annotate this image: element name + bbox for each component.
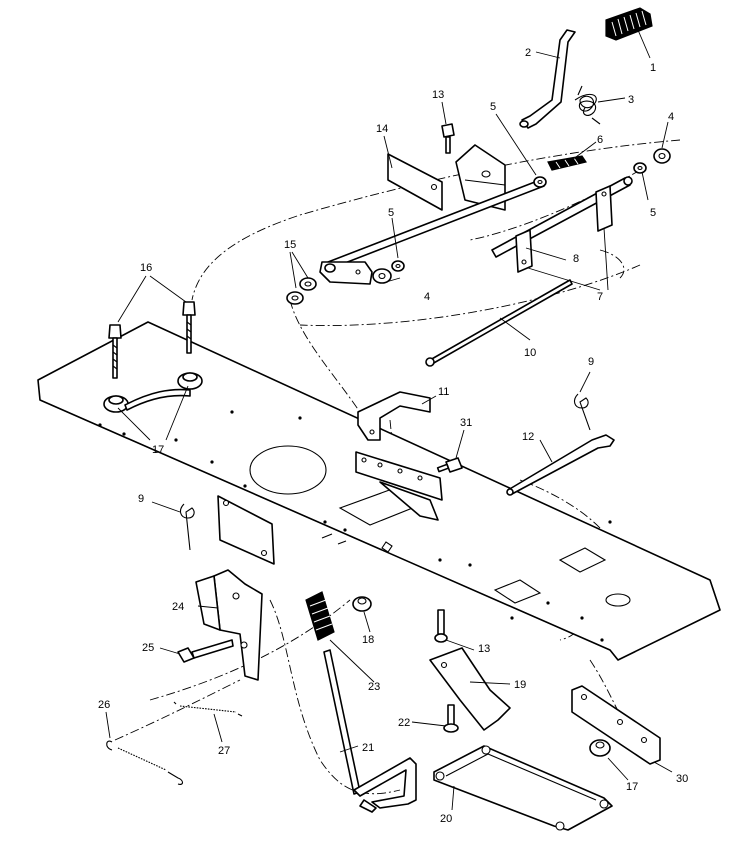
- bolt-right: [182, 301, 196, 354]
- callout-15: 15: [284, 239, 296, 251]
- bent-rod: [506, 434, 615, 496]
- pedal-nut: [352, 596, 372, 612]
- return-spring: [173, 701, 243, 717]
- pedal-spring: [574, 85, 601, 125]
- frame-plate: [37, 321, 721, 661]
- callout-5-mid: 5: [388, 207, 394, 219]
- frame-round-hole: [605, 593, 631, 607]
- callout-14: 14: [376, 123, 388, 135]
- lower-bolt: [434, 609, 448, 643]
- frame-clip: [124, 388, 191, 411]
- callout-9-right: 9: [588, 356, 594, 368]
- washer-set-left: [286, 260, 405, 305]
- callout-13-top: 13: [432, 89, 444, 101]
- center-bracket: [357, 391, 431, 441]
- callout-17-top: 17: [152, 444, 164, 456]
- callout-21: 21: [362, 742, 374, 754]
- shaft-bracket-left: [515, 229, 533, 273]
- callout-27: 27: [218, 745, 230, 757]
- callout-3: 3: [628, 94, 634, 106]
- hairpin-clip-right: [573, 393, 591, 431]
- pedal-mount-block: [455, 144, 506, 211]
- callout-30: 30: [676, 773, 688, 785]
- pedal-bracket: [387, 153, 443, 211]
- callout-25: 25: [142, 642, 154, 654]
- callout-18: 18: [362, 634, 374, 646]
- callout-26: 26: [98, 699, 110, 711]
- pedal-grip: [605, 7, 653, 41]
- shaft-bracket-right: [595, 185, 613, 232]
- bracket-bolt: [436, 457, 463, 473]
- long-rod: [425, 279, 573, 367]
- callout-19: 19: [514, 679, 526, 691]
- side-plate: [217, 495, 275, 565]
- center-lever-plate: [355, 451, 443, 521]
- extension-spring: [106, 740, 184, 785]
- pivot-bolt: [177, 639, 234, 663]
- retainer-clip: [547, 155, 587, 171]
- bolt-left: [108, 324, 122, 379]
- hairpin-clip-left: [179, 503, 195, 551]
- callout-17-bottom: 17: [626, 781, 638, 793]
- callout-labels: 1 2 3 4 4 5 5 5 6 7 8 9 9 10 11 12 13 13…: [98, 47, 688, 825]
- callout-20: 20: [440, 813, 452, 825]
- callout-5-right: 5: [650, 207, 656, 219]
- callout-16: 16: [140, 262, 152, 274]
- lower-pedal-arm: [323, 649, 417, 813]
- callout-6: 6: [597, 134, 603, 146]
- frame-slot-3: [493, 579, 542, 604]
- callout-31: 31: [460, 417, 472, 429]
- brake-pedal-arm: [519, 29, 576, 129]
- callout-8: 8: [573, 253, 579, 265]
- link-bar: [433, 745, 613, 831]
- washer-set-right: [533, 148, 671, 188]
- callout-2: 2: [525, 47, 531, 59]
- callout-10: 10: [524, 347, 536, 359]
- nut-left: [103, 395, 129, 413]
- leader-lines: [105, 29, 673, 811]
- mount-plate: [571, 685, 661, 765]
- mount-nut: [589, 739, 611, 757]
- lower-pivot-bracket: [195, 569, 263, 681]
- callout-12: 12: [522, 431, 534, 443]
- callout-11: 11: [438, 386, 449, 398]
- pivot-shaft: [319, 179, 545, 285]
- plate-bolt: [443, 704, 459, 733]
- callout-23: 23: [368, 681, 380, 693]
- callout-13-bottom: 13: [478, 643, 490, 655]
- nut-right: [177, 372, 203, 390]
- guide-plate: [429, 647, 511, 731]
- lower-pedal-grip: [305, 591, 335, 641]
- frame-center-hole: [249, 445, 327, 495]
- callout-9-left: 9: [138, 493, 144, 505]
- top-bolt: [441, 123, 455, 154]
- callout-1: 1: [650, 62, 656, 74]
- callout-24: 24: [172, 601, 184, 613]
- callout-22: 22: [398, 717, 410, 729]
- callout-4-top: 4: [668, 111, 674, 123]
- callout-4-mid: 4: [424, 291, 430, 303]
- frame-slot-2: [558, 547, 607, 573]
- callout-7: 7: [597, 291, 603, 303]
- callout-5-top: 5: [490, 101, 496, 113]
